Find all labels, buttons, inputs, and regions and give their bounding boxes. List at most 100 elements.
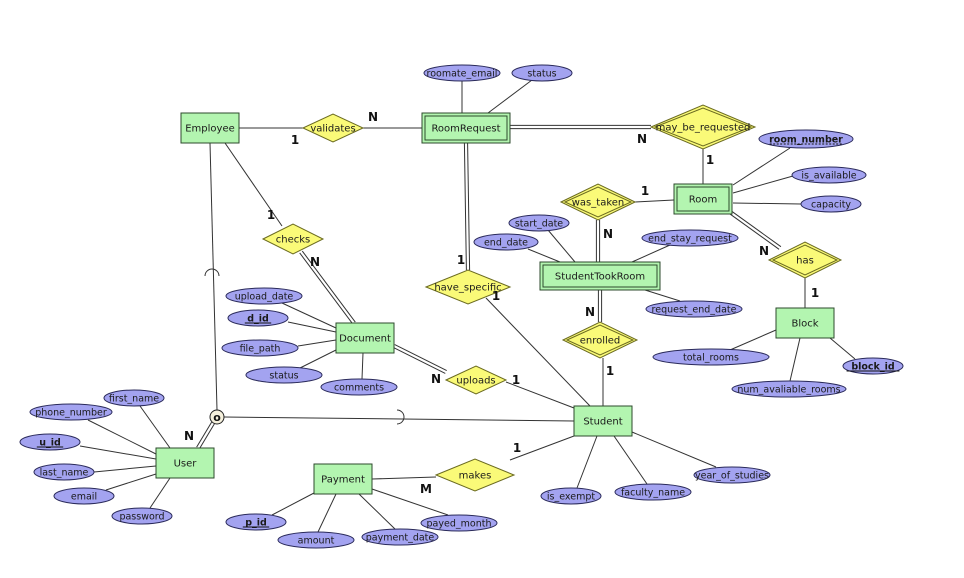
attribute-phone-number[interactable]: phone_number: [29, 403, 113, 421]
attribute-first-name[interactable]: first_name: [103, 389, 165, 407]
line-attr-total_rooms: [729, 329, 777, 351]
line-attr-upload_date: [281, 302, 337, 329]
attribute-is-available[interactable]: is_available: [791, 166, 867, 184]
entity-user[interactable]: User: [155, 447, 215, 479]
attribute-label: capacity: [811, 199, 851, 210]
attribute-label: comments: [334, 382, 384, 393]
attribute-total-rooms[interactable]: total_rooms: [652, 348, 770, 366]
relationship-may-be-requested[interactable]: may_be_requested: [649, 104, 757, 150]
entity-document[interactable]: Document: [335, 322, 395, 354]
line-room-has: [728, 210, 782, 250]
entity-studenttookroom[interactable]: StudentTookRoom: [539, 261, 661, 291]
attribute-label: end_stay_request: [648, 233, 732, 244]
line-attr-doc_status: [299, 349, 337, 369]
attribute-upload-date[interactable]: upload_date: [225, 287, 303, 305]
relationship-makes[interactable]: makes: [434, 458, 516, 492]
relationship-checks[interactable]: checks: [261, 223, 325, 255]
line-attr-payment_date: [358, 493, 396, 530]
attribute-payed-month[interactable]: payed_month: [420, 514, 498, 532]
relationship-label: validates: [310, 124, 355, 135]
attribute-room-number[interactable]: room_number: [758, 129, 854, 149]
relationship-enrolled[interactable]: enrolled: [561, 321, 639, 359]
attribute-d-id[interactable]: d_id: [227, 309, 289, 327]
line-attr-is_exempt: [576, 435, 598, 489]
relationship-has[interactable]: has: [767, 241, 843, 279]
attribute-file-path[interactable]: file_path: [221, 339, 299, 357]
relationship-validates[interactable]: validates: [301, 113, 365, 143]
line-employee-checks: [224, 142, 283, 227]
specialization-circle[interactable]: o: [209, 409, 225, 425]
cardinality-enrolled-stk: N: [585, 305, 595, 319]
line-checks-document: [299, 250, 356, 325]
attribute-capacity[interactable]: capacity: [800, 195, 862, 213]
line-attr-last_name: [93, 465, 157, 473]
relationship-uploads[interactable]: uploads: [444, 365, 508, 395]
line-was-taken-room: [634, 199, 675, 203]
attribute-is-exempt[interactable]: is_exempt: [540, 487, 602, 505]
attribute-password[interactable]: password: [111, 507, 173, 525]
entity-label: Room: [689, 195, 717, 206]
entity-student[interactable]: Student: [573, 405, 633, 437]
attribute-label: d_id: [247, 313, 269, 324]
cardinality-hs-roomrequest: 1: [457, 253, 465, 267]
cardinality-was-taken-stk: N: [603, 227, 613, 241]
cardinality-makes-payment: M: [420, 482, 432, 496]
subset-arc-student: [396, 409, 405, 425]
attribute-u-id[interactable]: u_id: [19, 433, 81, 451]
attribute-block-id[interactable]: block_id: [842, 357, 904, 375]
line-specialization-student: [223, 416, 575, 422]
attribute-doc-status[interactable]: status: [245, 366, 323, 384]
line-attr-end_stay_request: [631, 244, 671, 263]
attribute-roomate-email[interactable]: roomate_email: [423, 64, 501, 82]
entity-label: StudentTookRoom: [555, 272, 645, 283]
attribute-end-date[interactable]: end_date: [473, 233, 539, 251]
cardinality-hs-student: 1: [492, 289, 500, 303]
entity-employee[interactable]: Employee: [180, 112, 240, 144]
attribute-amount[interactable]: amount: [277, 531, 355, 549]
attribute-request-end-date[interactable]: request_end_date: [645, 300, 743, 318]
attribute-email[interactable]: email: [53, 487, 115, 505]
attribute-label: u_id: [39, 437, 61, 448]
attribute-end-stay-request[interactable]: end_stay_request: [641, 229, 739, 247]
cardinality-mbr-roomrequest: N: [637, 132, 647, 146]
attribute-label: phone_number: [35, 407, 107, 418]
relationship-have-specific[interactable]: have_specific: [424, 269, 512, 305]
cardinality-mbr-room: 1: [706, 153, 714, 167]
attribute-label: payed_month: [427, 518, 492, 529]
line-attr-num_avaliable_rooms: [789, 337, 801, 382]
cardinality-uploads-student: 1: [512, 373, 520, 387]
entity-block[interactable]: Block: [775, 307, 835, 339]
attribute-comments[interactable]: comments: [320, 378, 398, 396]
attribute-start-date[interactable]: start_date: [508, 214, 570, 232]
line-student-makes: [509, 435, 575, 461]
attribute-faculty-name[interactable]: faculty_name: [614, 483, 692, 501]
cardinality-validates-employee: 1: [291, 133, 299, 147]
line-attr-email: [105, 473, 157, 491]
entity-label: Student: [583, 417, 622, 428]
line-attr-amount: [317, 493, 337, 533]
attribute-num-avaliable-rooms[interactable]: num_avaliable_rooms: [731, 380, 847, 398]
entity-label: Block: [791, 319, 818, 330]
entity-room[interactable]: Room: [673, 183, 733, 215]
attribute-year-of-studies[interactable]: year_of_studies: [693, 466, 771, 484]
attribute-label: roomate_email: [427, 68, 498, 79]
attribute-label: email: [71, 491, 97, 502]
attribute-label: last_name: [40, 467, 89, 478]
relationship-label: uploads: [456, 376, 495, 387]
relationship-was-taken[interactable]: was_taken: [559, 183, 637, 221]
line-attr-request_end_date: [644, 289, 681, 302]
entity-label: RoomRequest: [431, 124, 500, 135]
line-attr-first_name: [139, 405, 171, 449]
entity-payment[interactable]: Payment: [313, 463, 373, 495]
line-attr-start_date: [547, 229, 576, 263]
attribute-last-name[interactable]: last_name: [33, 463, 95, 481]
entity-roomrequest[interactable]: RoomRequest: [421, 112, 511, 144]
line-attr-d_id: [287, 321, 337, 333]
attribute-rr-status[interactable]: status: [511, 64, 573, 82]
line-attr-phone_number: [87, 419, 157, 455]
attribute-p-id[interactable]: p_id: [225, 513, 287, 531]
cardinality-has-block: 1: [811, 286, 819, 300]
attribute-payment-date[interactable]: payment_date: [361, 528, 439, 546]
attribute-label: file_path: [240, 343, 281, 354]
